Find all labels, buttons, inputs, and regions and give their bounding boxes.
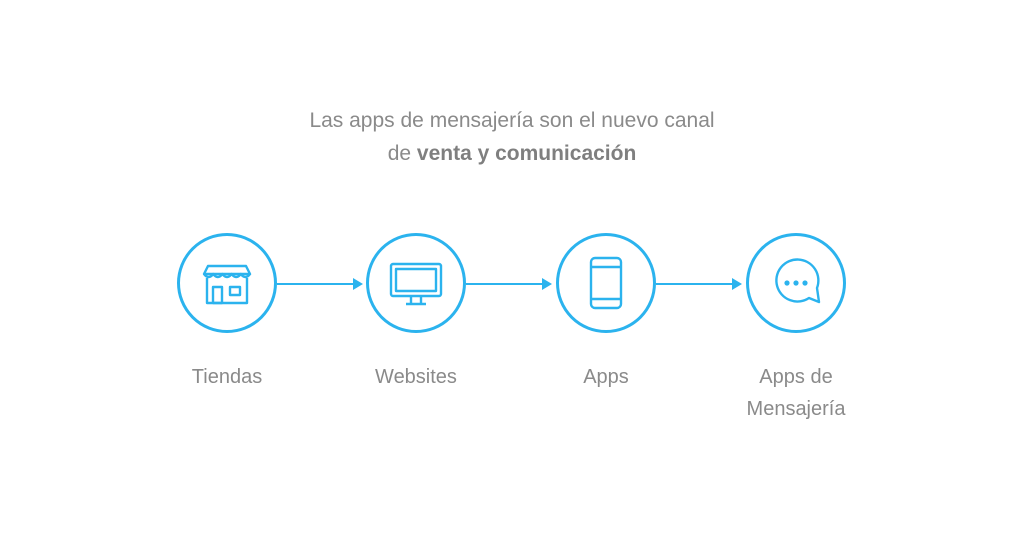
storefront-icon — [202, 264, 252, 305]
chat-bubble-icon — [775, 258, 821, 304]
step-mensajeria-circle — [746, 233, 846, 333]
step-tiendas-label: Tiendas — [191, 366, 263, 388]
step-apps-circle — [556, 233, 656, 333]
step-websites-label: Websites — [375, 366, 457, 388]
step-tiendas-circle — [177, 233, 277, 333]
headline-line-2: de venta y comunicación — [0, 137, 1024, 170]
step-apps-label: Apps — [583, 366, 629, 388]
arrow-websites-to-apps — [466, 278, 552, 290]
step-mensajeria-label-line-1: Apps de — [759, 366, 833, 388]
arrow-tiendas-to-websites — [277, 278, 363, 290]
step-mensajeria-label: Apps de Mensajería — [696, 361, 896, 425]
step-websites-circle — [366, 233, 466, 333]
headline-line-2-prefix: de — [387, 142, 417, 165]
smartphone-icon — [589, 256, 623, 310]
headline-line-1: Las apps de mensajería son el nuevo cana… — [309, 109, 715, 132]
step-mensajeria-label-line-2: Mensajería — [746, 398, 846, 420]
headline-line-2-bold: venta y comunicación — [416, 142, 637, 165]
desktop-monitor-icon — [389, 262, 443, 306]
headline: Las apps de mensajería son el nuevo cana… — [0, 104, 1024, 170]
arrow-apps-to-mensajeria — [656, 278, 742, 290]
